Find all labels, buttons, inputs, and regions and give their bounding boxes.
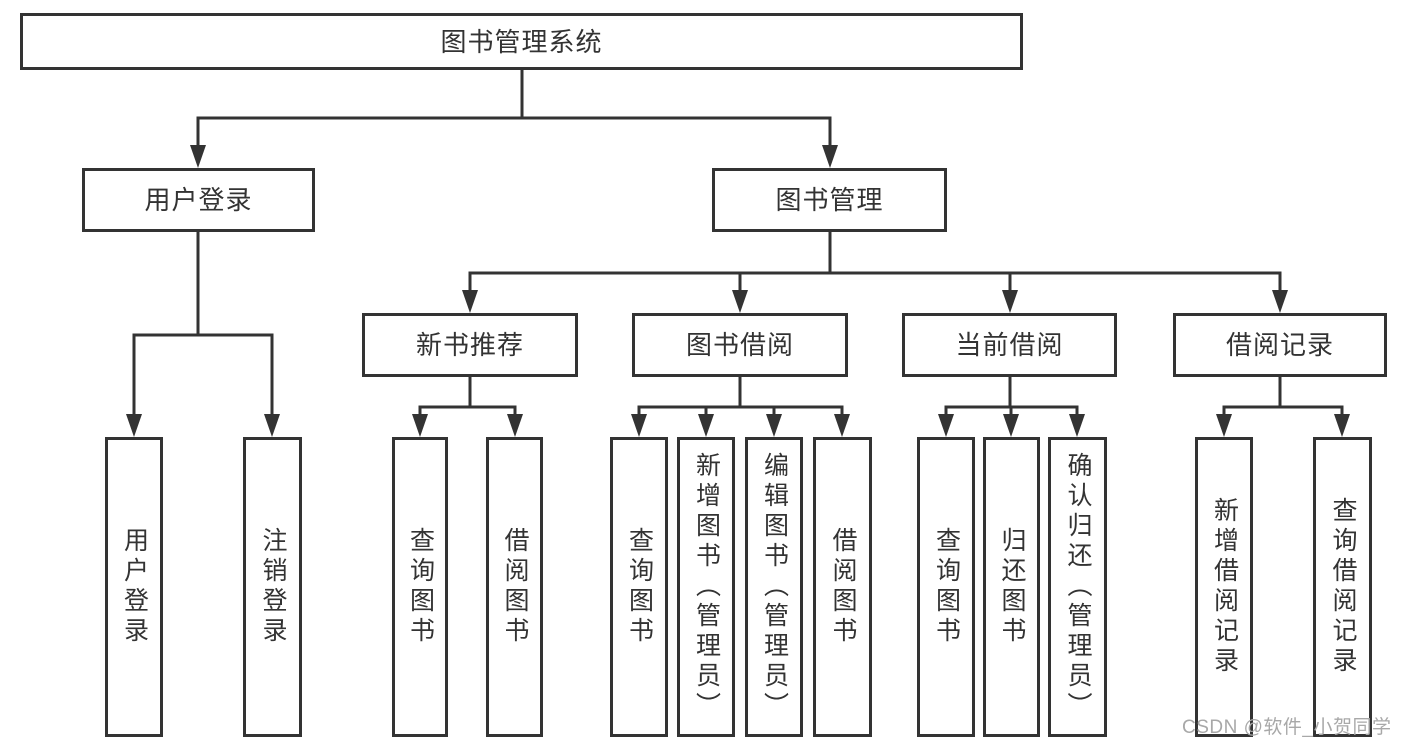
leaf-borrow-borrow: 借阅图书 [813,437,872,737]
node-book-borrow: 图书借阅 [632,313,848,377]
leaf-records-add: 新增借阅记录 [1195,437,1253,737]
leaf-borrow-add-admin: 新增图书（管理员） [677,437,735,737]
leaf-newbook-query: 查询图书 [392,437,448,737]
watermark: CSDN @软件_小贺同学 [1182,717,1392,738]
leaf-logout: 注销登录 [243,437,302,737]
leaf-borrow-query: 查询图书 [610,437,668,737]
leaf-newbook-borrow: 借阅图书 [486,437,543,737]
node-root: 图书管理系统 [20,13,1023,70]
leaf-current-confirm-admin: 确认归还（管理员） [1048,437,1107,737]
leaf-borrow-edit-admin: 编辑图书（管理员） [745,437,803,737]
node-current-borrow: 当前借阅 [902,313,1117,377]
leaf-current-query: 查询图书 [917,437,975,737]
leaf-current-return: 归还图书 [983,437,1040,737]
node-book-management: 图书管理 [712,168,947,232]
node-borrow-records: 借阅记录 [1173,313,1387,377]
leaf-user-login: 用户登录 [105,437,163,737]
node-new-book-recommend: 新书推荐 [362,313,578,377]
leaf-records-query: 查询借阅记录 [1313,437,1372,737]
node-user-login: 用户登录 [82,168,315,232]
